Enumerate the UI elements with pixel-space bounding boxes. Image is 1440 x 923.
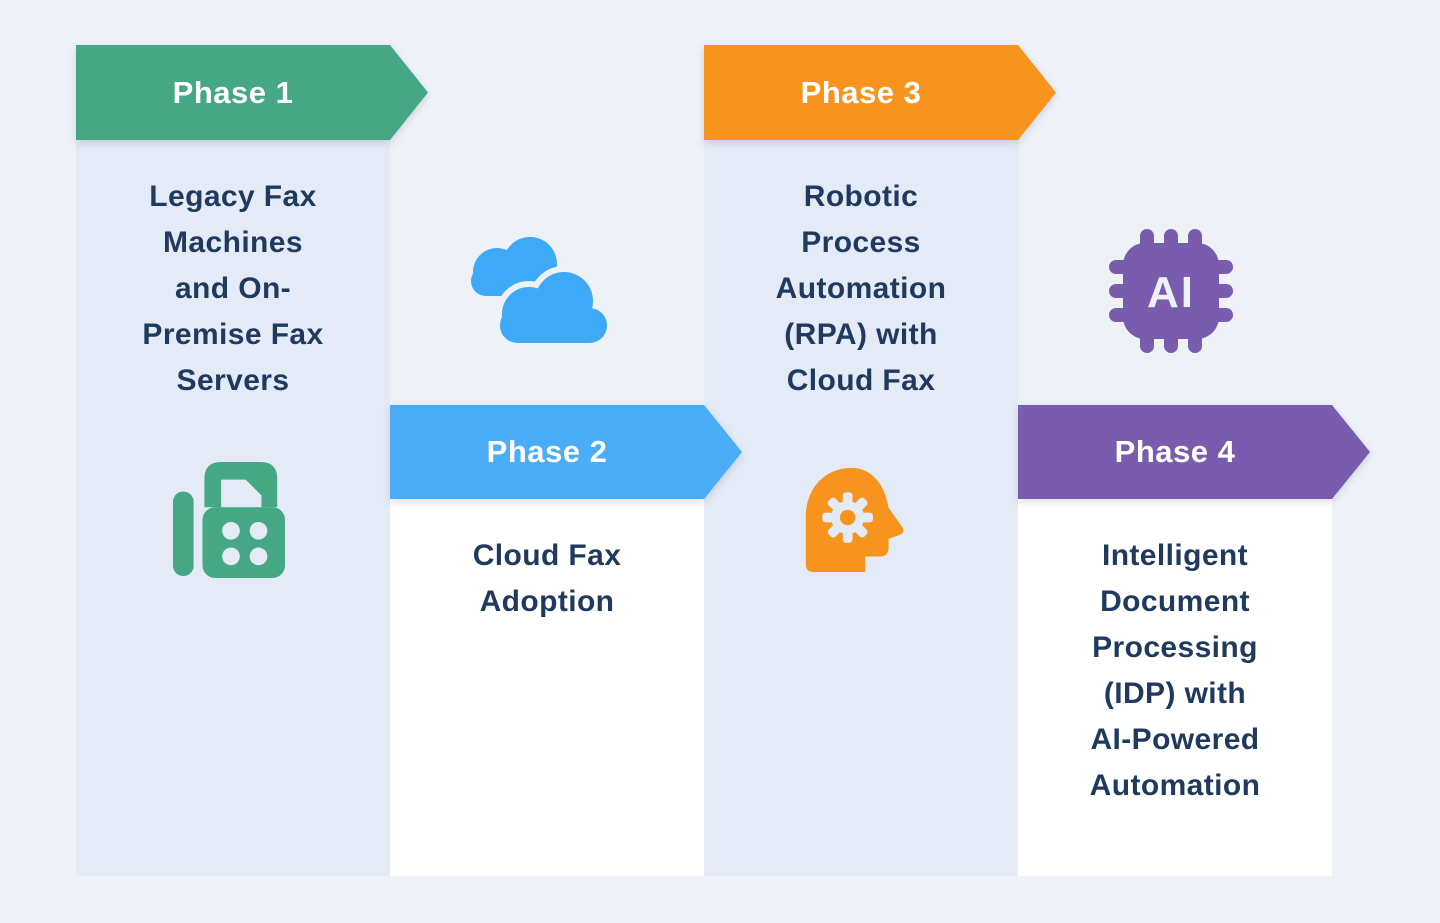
- phase-3-banner: Phase 3: [704, 45, 1056, 140]
- phase-2-body-panel: [390, 499, 704, 876]
- phase-4-banner-label: Phase 4: [1114, 434, 1236, 469]
- phase-1-description: Legacy Fax Machines and On- Premise Fax …: [142, 180, 324, 397]
- phase-4-description: Intelligent Document Processing (IDP) wi…: [1089, 539, 1261, 802]
- ai-chip-label: AI: [1147, 268, 1195, 317]
- phase-2-banner-label: Phase 2: [486, 434, 608, 469]
- phase-3-banner-label: Phase 3: [800, 74, 922, 110]
- phase-1-banner: Phase 1: [76, 45, 428, 140]
- phase-3-description: Robotic Process Automation (RPA) with Cl…: [775, 180, 947, 397]
- phase-4-body-panel: [1018, 499, 1332, 876]
- phase-1-banner-label: Phase 1: [172, 74, 294, 110]
- phase-2-description: Cloud Fax Adoption: [472, 539, 622, 618]
- clouds-icon: [471, 237, 607, 349]
- head-gear-icon: [805, 467, 904, 573]
- phase-2-banner: Phase 2: [390, 405, 742, 499]
- ai-chip-icon: AI: [1109, 229, 1233, 353]
- fax-machine-icon: [172, 461, 286, 578]
- phase-4-banner: Phase 4: [1018, 405, 1370, 499]
